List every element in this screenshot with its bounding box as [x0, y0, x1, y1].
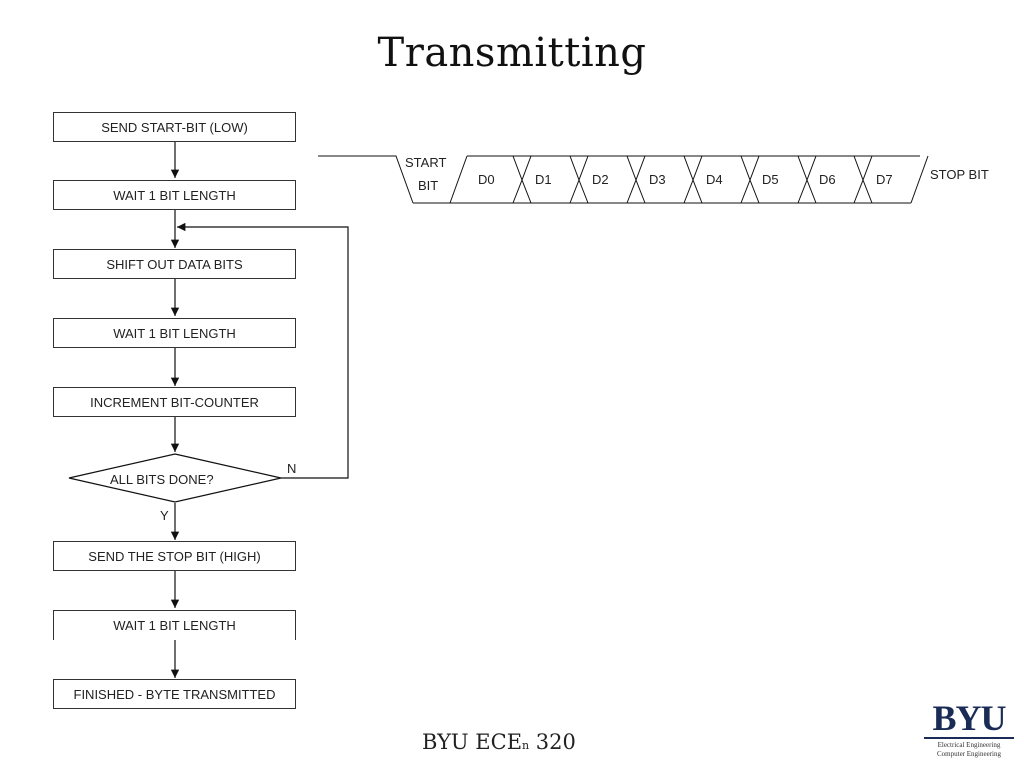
bit-edge-d2-d3-b [635, 155, 646, 204]
step-send-start-bit: SEND START-BIT (LOW) [53, 112, 296, 142]
footer-number: 320 [529, 730, 576, 754]
bit-edge-d4-d5 [740, 155, 751, 204]
start-bit-label-line1: START [405, 155, 446, 170]
bit-label-d0: D0 [478, 172, 495, 187]
start-bit-label-line2: BIT [418, 178, 438, 193]
decision-no-label: N [287, 461, 297, 476]
byu-logo-department-2: Computer Engineering [937, 750, 1001, 758]
bit-label-d3: D3 [649, 172, 666, 187]
waveform-start-edge [449, 155, 468, 204]
step-wait-bit-length-1: WAIT 1 BIT LENGTH [53, 180, 296, 210]
bit-edge-d5-d6-b [806, 155, 817, 204]
step-increment-counter: INCREMENT BIT-COUNTER [53, 387, 296, 417]
bit-label-d5: D5 [762, 172, 779, 187]
stop-bit-label: STOP BIT [930, 167, 989, 182]
waveform-idle-line [318, 155, 414, 204]
step-send-stop-bit: SEND THE STOP BIT (HIGH) [53, 541, 296, 571]
bit-label-d6: D6 [819, 172, 836, 187]
loop-back-arrow [177, 222, 349, 479]
decision-yes-label: Y [160, 508, 169, 523]
course-footer: BYU ECEn 320 [422, 730, 576, 754]
decision-label: ALL BITS DONE? [110, 472, 214, 487]
bit-edge-d1-d2-b [578, 155, 589, 204]
bit-edge-d2-d3 [626, 155, 637, 204]
bit-edge-d0-d1 [512, 155, 523, 204]
bit-label-d1: D1 [535, 172, 552, 187]
bit-label-d7: D7 [876, 172, 893, 187]
footer-subscript: n [522, 739, 530, 752]
bit-edge-d5-d6 [797, 155, 808, 204]
bit-edge-d6-d7-b [862, 155, 873, 204]
page-title: Transmitting [377, 30, 647, 76]
waveform-stop-edge [910, 155, 929, 204]
byu-logo-department-1: Electrical Engineering [937, 741, 1001, 749]
step-wait-bit-length-3: WAIT 1 BIT LENGTH [53, 610, 296, 640]
bit-edge-d3-d4-b [692, 155, 703, 204]
step-wait-bit-length-2: WAIT 1 BIT LENGTH [53, 318, 296, 348]
step-shift-out-data: SHIFT OUT DATA BITS [53, 249, 296, 279]
bit-label-d4: D4 [706, 172, 723, 187]
byu-logo: BYU Electrical Engineering Computer Engi… [924, 700, 1014, 759]
bit-edge-d4-d5-b [749, 155, 760, 204]
decision-diamond [68, 453, 282, 503]
byu-logo-wordmark: BYU [924, 700, 1014, 739]
step-finished: FINISHED - BYTE TRANSMITTED [53, 679, 296, 709]
bit-edge-d3-d4 [683, 155, 694, 204]
footer-text: BYU ECE [422, 730, 523, 754]
bit-edge-d1-d2 [569, 155, 580, 204]
bit-label-d2: D2 [592, 172, 609, 187]
bit-edge-d0-d1-b [521, 155, 532, 204]
bit-edge-d6-d7 [853, 155, 864, 204]
